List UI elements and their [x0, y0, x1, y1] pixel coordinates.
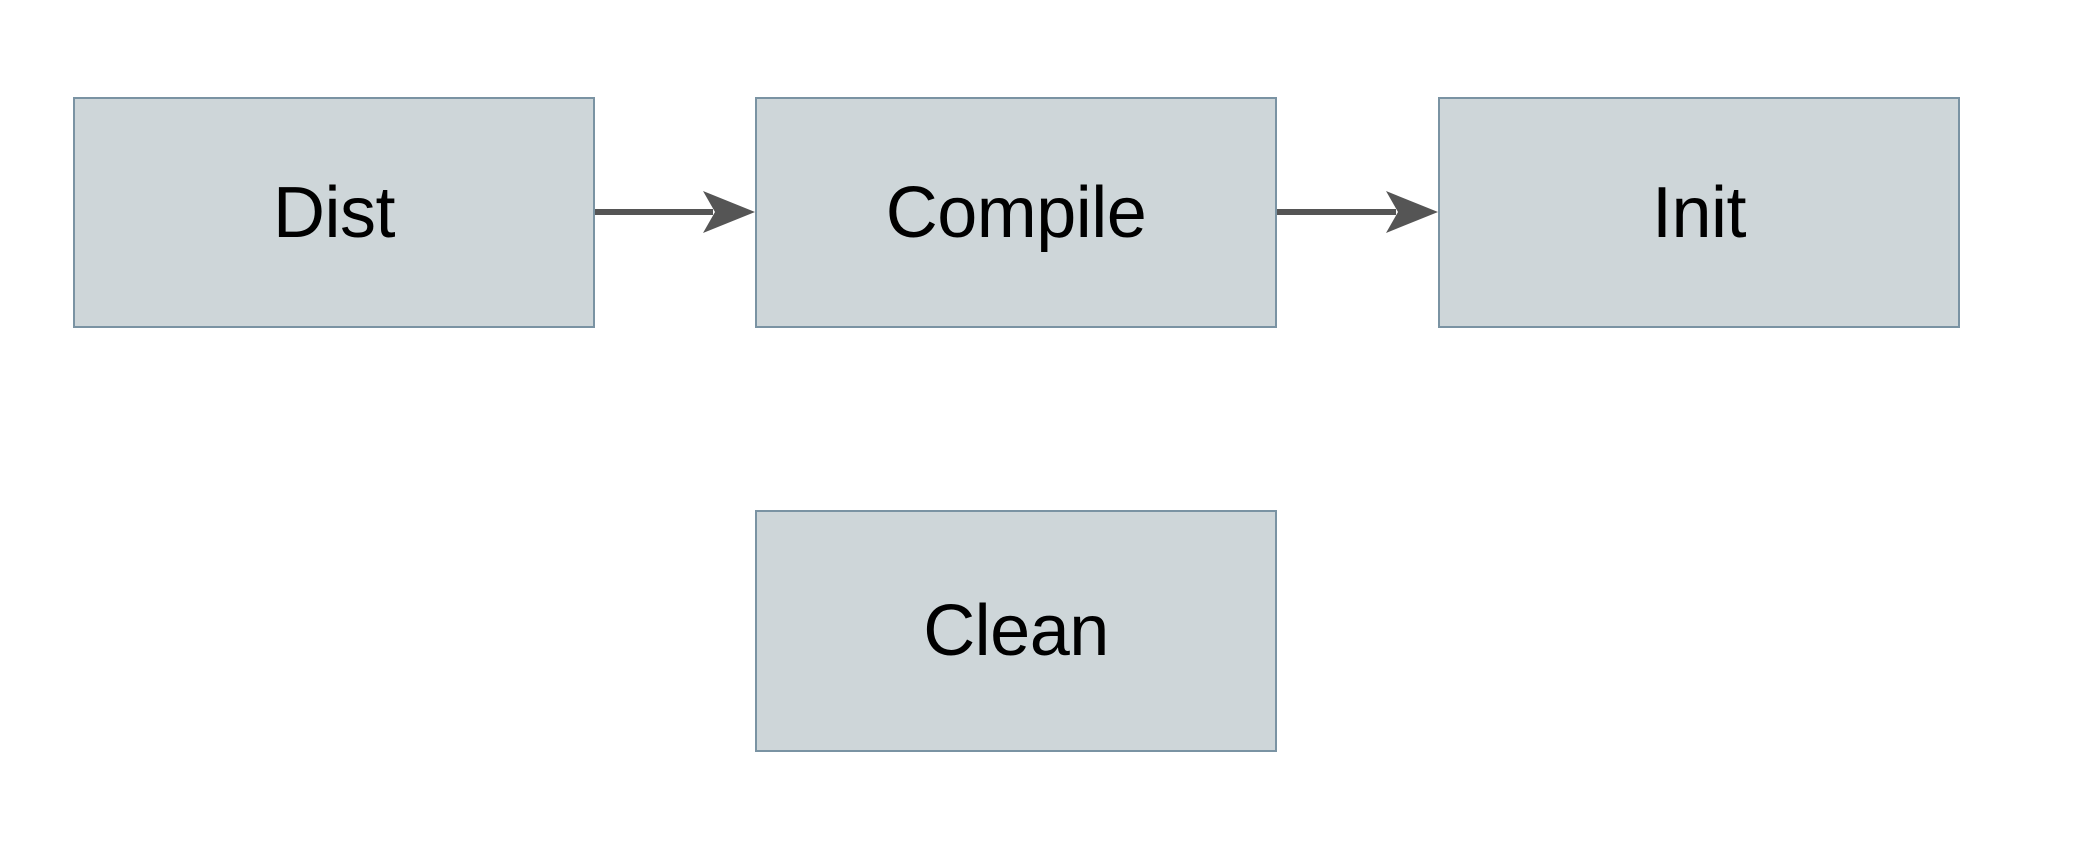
diagram-edge-compile-to-init[interactable]: [1277, 185, 1438, 241]
diagram-node-dist[interactable]: Dist: [73, 97, 595, 328]
diagram-node-compile[interactable]: Compile: [755, 97, 1277, 328]
node-label-init: Init: [1651, 172, 1747, 253]
node-label-clean: Clean: [923, 591, 1109, 671]
node-label-dist: Dist: [273, 172, 396, 253]
diagram-node-init[interactable]: Init: [1438, 97, 1960, 328]
diagram-edge-dist-to-compile[interactable]: [595, 185, 755, 241]
diagram-node-clean[interactable]: Clean: [755, 510, 1277, 752]
node-label-compile: Compile: [885, 172, 1147, 253]
